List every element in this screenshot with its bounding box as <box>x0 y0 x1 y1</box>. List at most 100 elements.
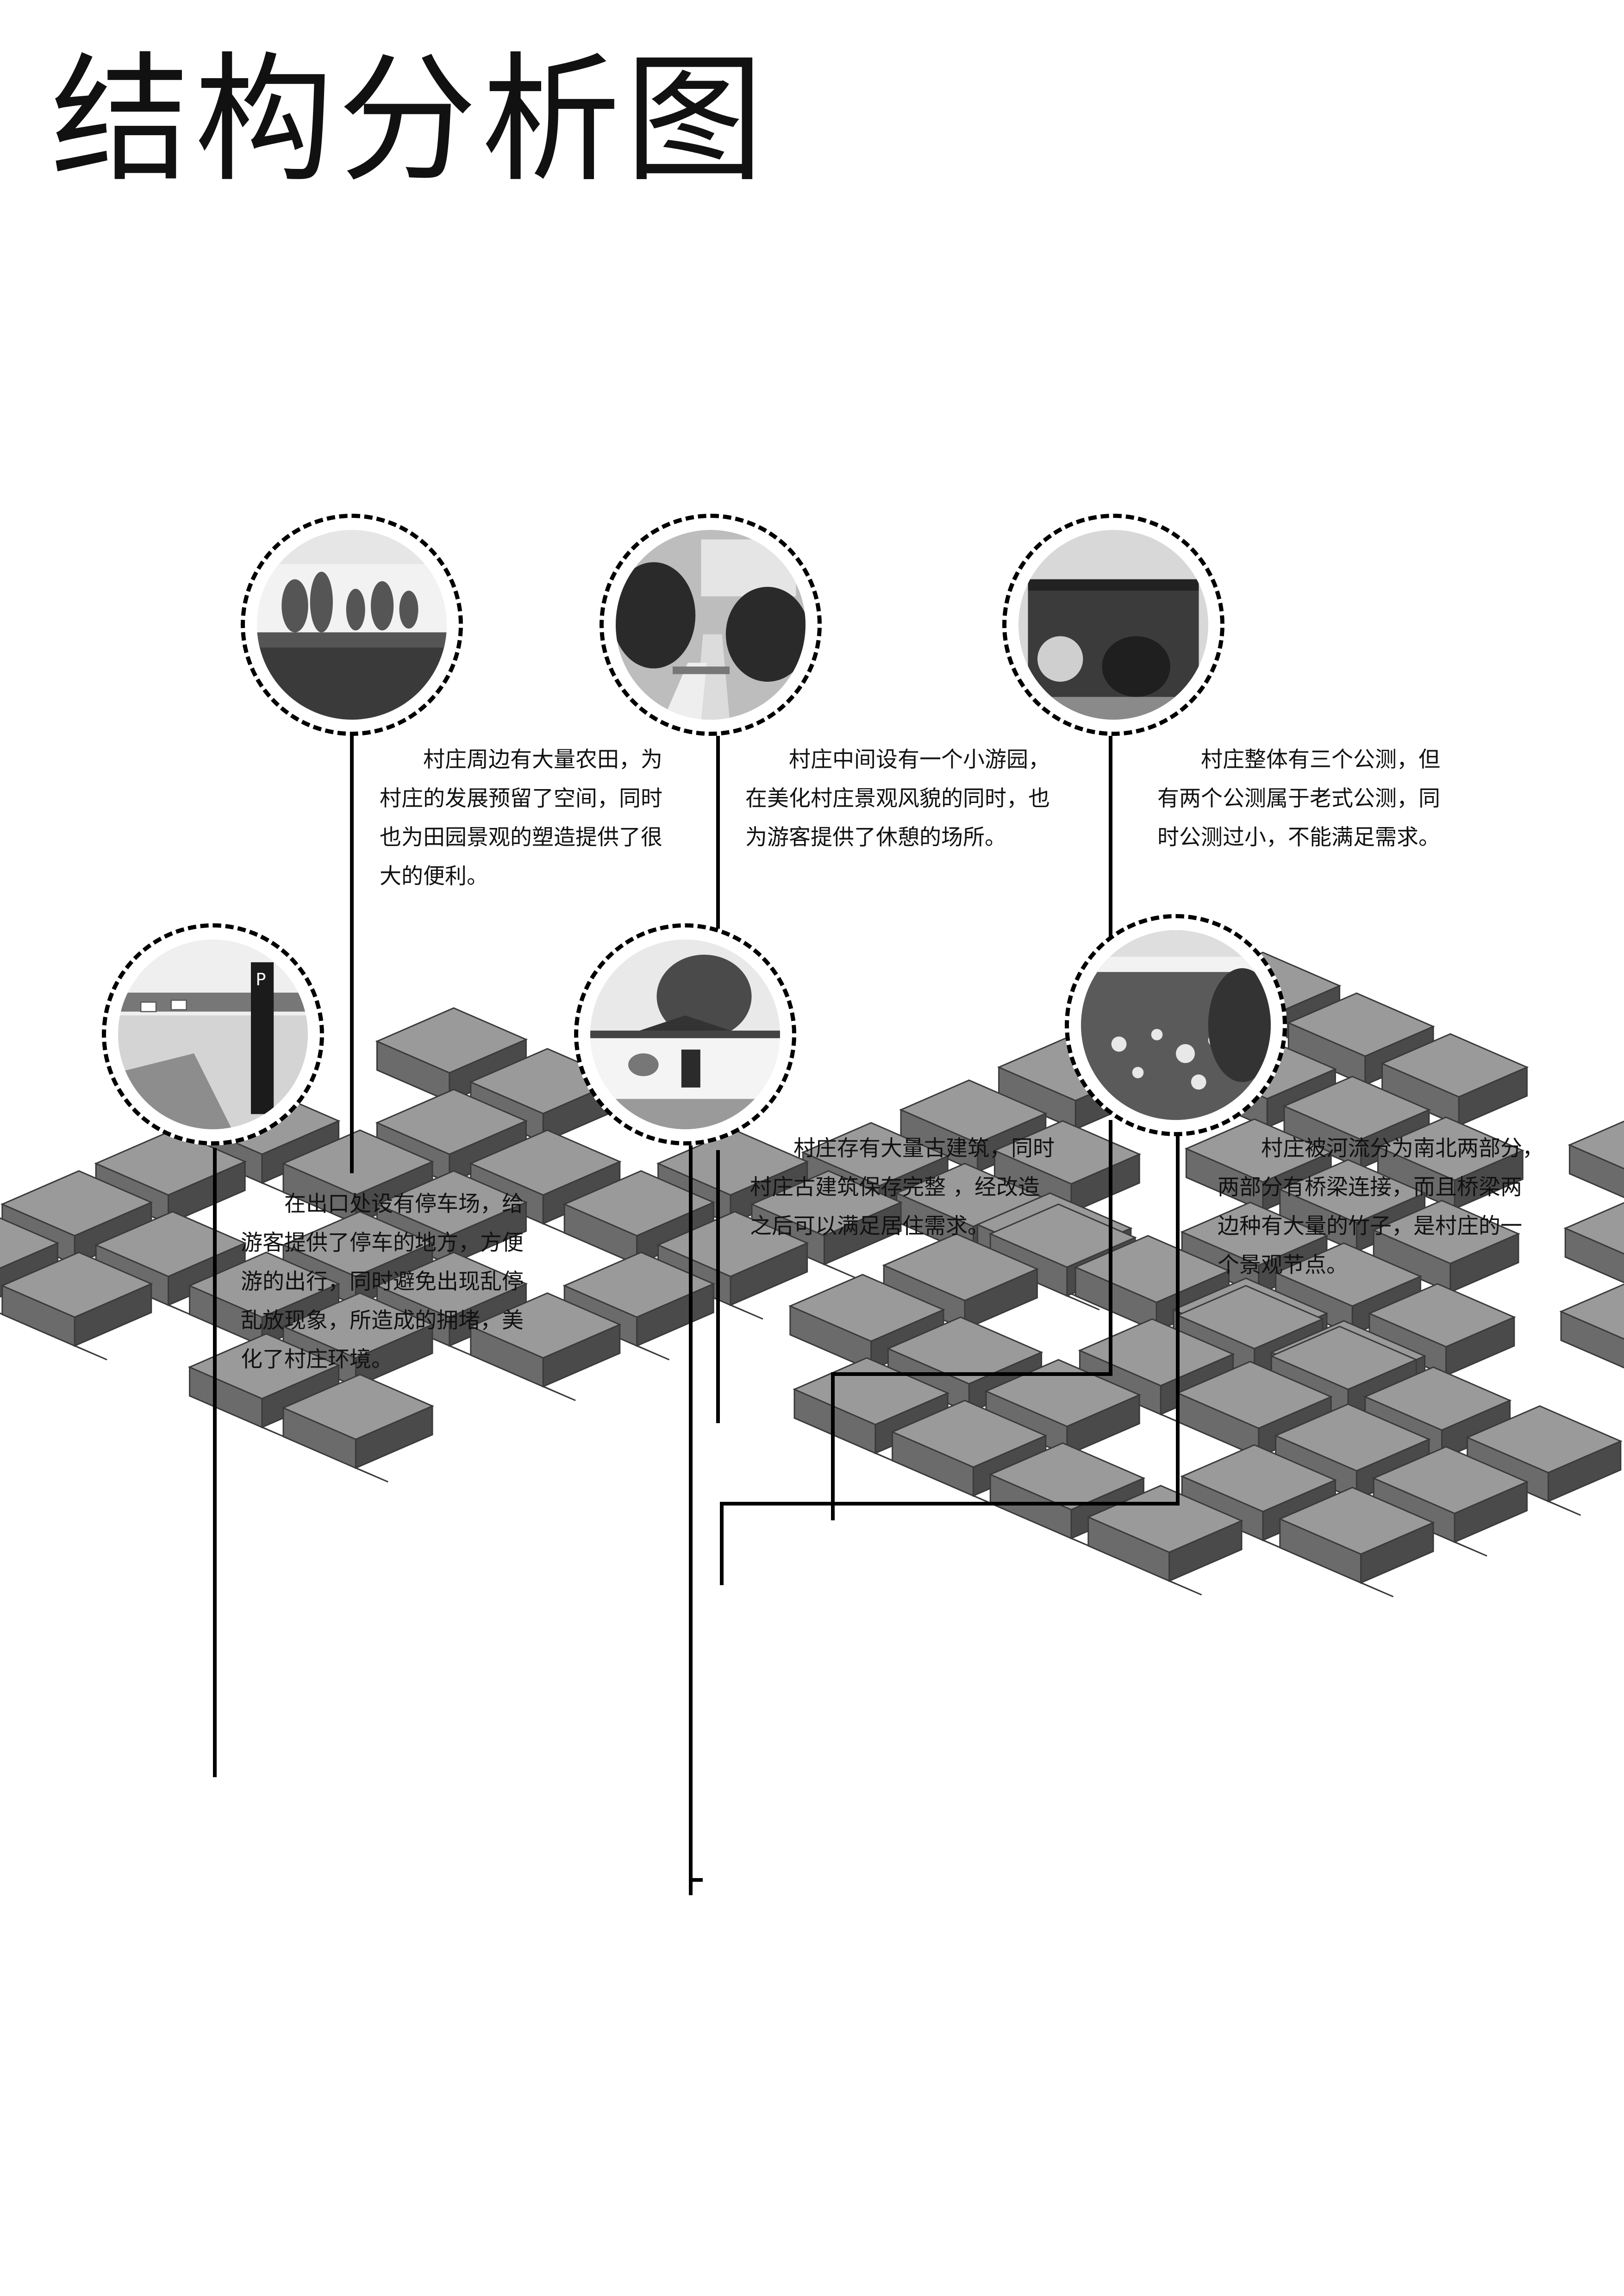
building-shadow <box>794 1417 908 1468</box>
building-wall <box>1270 1351 1353 1418</box>
building-wall <box>261 1120 340 1184</box>
building-wall <box>168 1242 246 1307</box>
building-wall <box>1360 1521 1434 1584</box>
building-roof <box>281 1374 434 1440</box>
description-toilet: 村庄整体有三个公测，但有两个公测属于老式公测，同时公测过小，不能满足需求。 <box>1157 747 1440 850</box>
building-roof <box>1287 992 1435 1057</box>
building-shadow <box>1365 1425 1474 1474</box>
building-wall <box>968 1351 1043 1414</box>
building-wall <box>1373 1477 1455 1543</box>
building-wall <box>1270 1355 1349 1419</box>
building-roof <box>0 1251 153 1318</box>
building-wall <box>563 1203 638 1266</box>
building-wall <box>892 1431 974 1497</box>
building-wall <box>1057 1227 1132 1290</box>
building-wall <box>793 1388 876 1455</box>
building-shadow <box>564 1232 670 1279</box>
building-roof <box>788 1274 945 1342</box>
building-wall <box>789 1305 872 1371</box>
description-farmland: 村庄周边有大量农田，为村庄的发展预留了空间，同时也为田园景观的塑造提供了很大的便… <box>380 747 662 889</box>
building-wall <box>563 1284 638 1347</box>
building-roof <box>1274 1403 1431 1472</box>
building-wall <box>1160 1353 1234 1416</box>
building-shadow <box>1177 1343 1287 1392</box>
building-wall <box>376 1121 450 1184</box>
building-roof <box>94 1211 247 1277</box>
building-wall <box>1364 1025 1434 1086</box>
building-shadow <box>790 1334 904 1385</box>
building-wall <box>1168 1519 1243 1582</box>
building-shadow <box>0 1312 14 1320</box>
farmland-photo <box>241 514 463 736</box>
leader-line-river-b-h <box>720 1502 1180 1506</box>
building-wall <box>985 1390 1068 1456</box>
building-wall <box>1381 1062 1460 1127</box>
building-shadow <box>887 1376 1002 1427</box>
building-wall <box>168 1160 246 1225</box>
building-wall <box>1467 1436 1549 1503</box>
building-roof <box>0 1170 153 1237</box>
building-shadow <box>1275 1463 1389 1514</box>
building-wall <box>730 1242 808 1307</box>
building-wall <box>376 1040 450 1103</box>
building-roof <box>375 1007 528 1074</box>
building-wall <box>1445 1316 1515 1377</box>
building-shadow <box>986 1419 1100 1470</box>
building-wall <box>874 1392 949 1455</box>
building-wall <box>1254 1312 1328 1375</box>
building-wall <box>542 1160 621 1225</box>
building-roof <box>1087 1485 1243 1553</box>
building-wall <box>1441 1399 1511 1460</box>
building-roof <box>1568 1120 1624 1170</box>
building-wall <box>1177 1314 1255 1379</box>
building-shadow <box>376 1069 482 1116</box>
description-ancient-building: 村庄存有大量古建筑，同时村庄古建筑保存完整 ，经改造之后可以满足居住需求。 <box>750 1136 1055 1239</box>
svg-text:P: P <box>256 969 266 989</box>
building-wall <box>1 1284 75 1347</box>
building-roof <box>793 1357 949 1425</box>
building-roof <box>1372 1446 1529 1514</box>
description-parking: 在出口处设有停车场，给游客提供了停车的地方，方便游的出行，同时避免出现乱停乱放现… <box>241 1191 524 1372</box>
building-wall <box>1066 1236 1136 1297</box>
building-shadow <box>1369 1341 1479 1390</box>
building-wall <box>282 1406 356 1469</box>
leader-line-parking <box>213 1148 217 1777</box>
building-shadow <box>1275 1300 1385 1350</box>
building-wall <box>355 1405 433 1469</box>
garden-photo <box>600 514 822 736</box>
building-roof <box>1380 1033 1529 1098</box>
building-wall <box>1279 1518 1362 1584</box>
building-shadow <box>1173 1338 1287 1388</box>
building-wall <box>95 1244 169 1307</box>
building-wall <box>74 1201 152 1266</box>
building-wall <box>636 1201 714 1266</box>
building-roof <box>375 1089 528 1155</box>
leader-line-river-b-v <box>720 1502 724 1585</box>
building-wall <box>542 1323 621 1388</box>
building-roof <box>988 1442 1146 1511</box>
building-shadow <box>990 1262 1100 1311</box>
building-shadow <box>977 1252 1091 1303</box>
building-shadow <box>1373 1506 1487 1557</box>
building-wall <box>1458 1066 1528 1127</box>
building-wall <box>998 1066 1076 1131</box>
building-wall <box>883 1264 966 1331</box>
building-roof <box>0 1217 60 1269</box>
building-wall <box>1368 1312 1447 1377</box>
building-shadow <box>1271 1380 1385 1431</box>
building-roof <box>1269 1325 1418 1390</box>
building-wall <box>1347 1358 1417 1419</box>
building-shadow <box>1280 1547 1394 1598</box>
building-wall <box>1355 1438 1430 1501</box>
leader-line-garden-lower <box>716 1150 720 1423</box>
building-wall <box>1266 1068 1336 1129</box>
building-roof <box>1269 1320 1427 1388</box>
building-wall <box>74 1282 152 1347</box>
building-shadow <box>1561 1339 1624 1369</box>
building-wall <box>870 1308 944 1371</box>
building-shadow <box>1288 1051 1398 1100</box>
building-wall <box>972 1434 1047 1497</box>
building-shadow <box>95 1191 201 1238</box>
building-wall <box>1066 1394 1140 1456</box>
building-roof <box>1465 1405 1623 1474</box>
